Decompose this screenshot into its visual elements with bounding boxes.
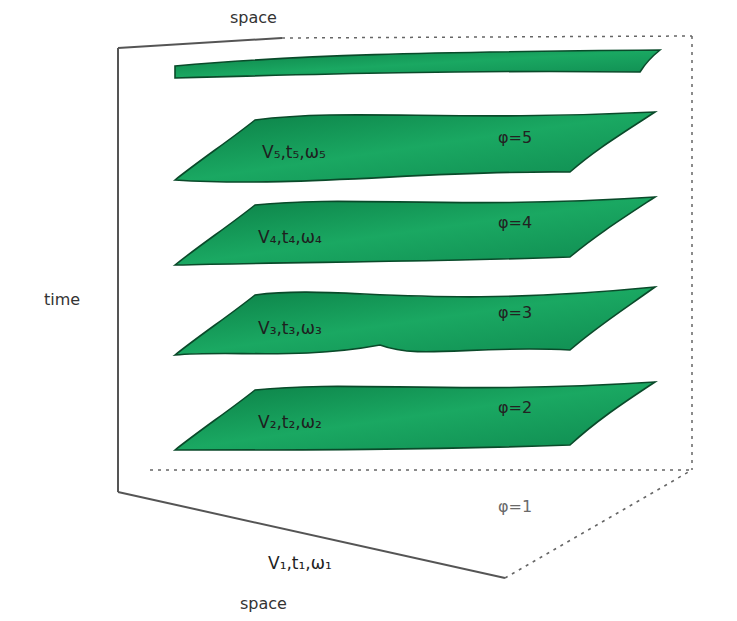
sheet-3 bbox=[175, 287, 655, 355]
sheet-2 bbox=[175, 382, 655, 450]
time-axis-edge bbox=[117, 48, 119, 492]
phi-label: φ=5 bbox=[498, 128, 532, 148]
sheets bbox=[175, 50, 660, 450]
axis-label: space bbox=[230, 8, 277, 28]
dotted-edge bbox=[691, 36, 693, 470]
dotted-edge bbox=[282, 36, 692, 38]
dotted-edge bbox=[150, 469, 692, 471]
top-edge bbox=[118, 38, 282, 48]
phi-label: φ=2 bbox=[498, 398, 532, 418]
slice-label: V₂,t₂,ω₂ bbox=[258, 412, 322, 432]
dotted-edge bbox=[505, 470, 692, 578]
slice-label: V₁,t₁,ω₁ bbox=[268, 553, 332, 573]
axis-label: space bbox=[240, 594, 287, 614]
sheet-5 bbox=[175, 112, 655, 182]
bottom-edge bbox=[118, 492, 505, 578]
slice-label: V₄,t₄,ω₄ bbox=[258, 227, 322, 247]
box-hidden-edges bbox=[150, 36, 692, 578]
phi-label: φ=1 bbox=[498, 497, 532, 517]
slice-label: V₃,t₃,ω₃ bbox=[258, 318, 322, 338]
axis-label: time bbox=[44, 290, 80, 310]
sheet-4 bbox=[175, 197, 655, 265]
phi-label: φ=3 bbox=[498, 303, 532, 323]
slice-label: V₅,t₅,ω₅ bbox=[262, 142, 326, 162]
top-sheet bbox=[175, 50, 660, 78]
phi-label: φ=4 bbox=[498, 213, 532, 233]
